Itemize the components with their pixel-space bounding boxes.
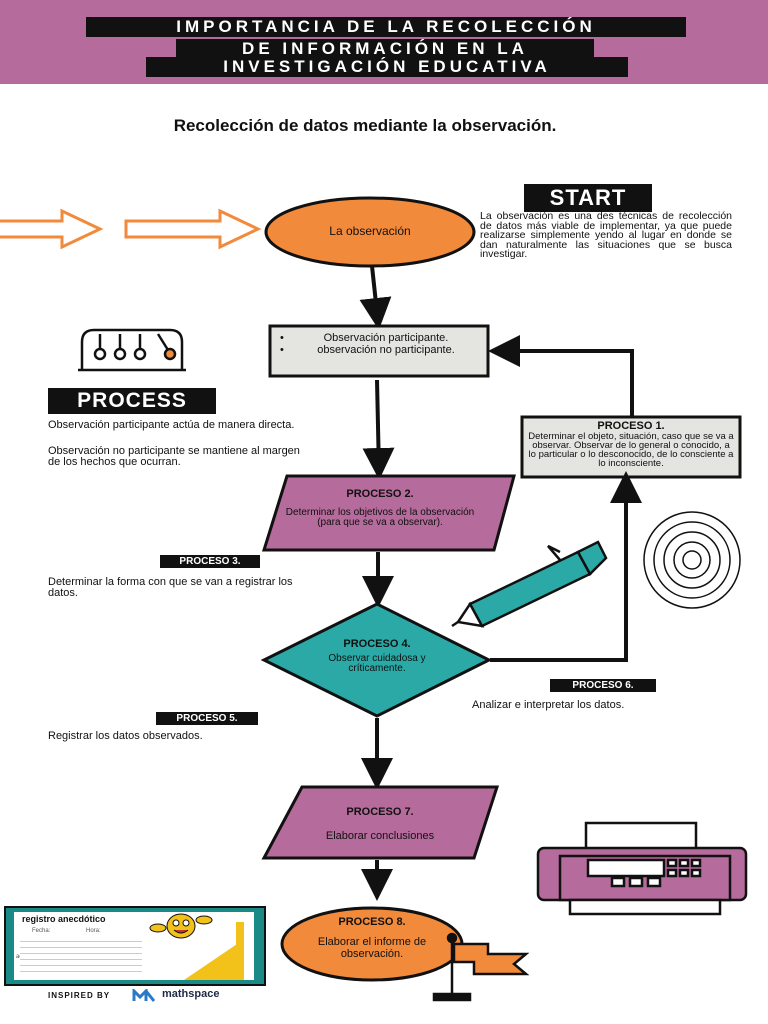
proceso1-text: Determinar el objeto, situación, caso qu… xyxy=(528,431,734,469)
entry-arrow-2 xyxy=(124,208,262,250)
header-banner: IMPORTANCIA DE LA RECOLECCIÓN DE INFORMA… xyxy=(0,0,768,84)
pen-icon xyxy=(451,540,608,628)
proceso3-text: Determinar la forma con que se van a reg… xyxy=(48,576,293,599)
title-line-3: INVESTIGACIÓN EDUCATIVA xyxy=(146,57,628,77)
start-label: START xyxy=(524,184,652,212)
proceso1-box xyxy=(520,415,742,479)
registro-title: registro anecdótico xyxy=(22,914,106,924)
proceso7-text: Elaborar conclusiones xyxy=(325,830,435,842)
start-description: La observación es una des técnicas de re… xyxy=(480,210,732,260)
title-line-2: DE INFORMACIÓN EN LA xyxy=(176,39,594,59)
registro-yellow-shape xyxy=(184,942,240,980)
proceso1-content: PROCESO 1. Determinar el objeto, situaci… xyxy=(528,420,734,468)
proceso8-content: PROCESO 8. Elaborar el informe de observ… xyxy=(296,916,448,960)
registro-fecha: Fecha: xyxy=(32,928,51,934)
process-label: PROCESS xyxy=(48,388,216,414)
tipos-item: • Observación participante. xyxy=(280,332,480,344)
registro-hora: Hora: xyxy=(86,928,101,934)
tipos-item-label: Observación participante. xyxy=(323,332,449,344)
proceso5-text: Registrar los datos observados. xyxy=(48,730,203,742)
observacion-node xyxy=(264,196,476,268)
proceso8-text: Elaborar el informe de observación. xyxy=(317,936,427,960)
process-text-1: Observación participante actúa de manera… xyxy=(48,419,295,431)
proceso2-title: PROCESO 2. xyxy=(346,488,414,500)
proceso6-text: Analizar e interpretar los datos. xyxy=(472,699,625,711)
smiley-icon xyxy=(149,913,213,939)
proceso3-label: PROCESO 3. xyxy=(160,555,260,568)
arrow-observacion-tipos xyxy=(359,265,392,330)
proceso4-node xyxy=(260,602,493,718)
proceso7-content: PROCESO 7. Elaborar conclusiones xyxy=(280,806,480,842)
proceso8-title: PROCESO 8. xyxy=(338,916,406,928)
tipos-item-label: observación no participante. xyxy=(317,344,455,356)
arrow-tipos-proceso2 xyxy=(362,379,395,480)
registro-yellow-bar xyxy=(236,922,244,980)
bullet-icon: • xyxy=(280,344,284,356)
proceso4-text: Observar cuidadosa y críticamente. xyxy=(328,653,426,674)
process-text-2: Observación no participante se mantiene … xyxy=(48,445,300,468)
arrow-proceso1-tipos xyxy=(488,335,634,416)
proceso4-title: PROCESO 4. xyxy=(343,638,411,650)
proceso5-label: PROCESO 5. xyxy=(156,712,258,725)
proceso2-text: Determinar los objetivos de la observaci… xyxy=(285,507,475,528)
proceso2-content: PROCESO 2. Determinar los objetivos de l… xyxy=(280,488,480,528)
entry-arrow-1 xyxy=(0,208,104,250)
proceso7-title: PROCESO 7. xyxy=(346,806,414,818)
flag-icon xyxy=(432,932,530,1002)
arrow-proceso4-proceso1 xyxy=(490,471,642,662)
title-line-1: IMPORTANCIA DE LA RECOLECCIÓN xyxy=(86,17,686,37)
proceso1-title: PROCESO 1. xyxy=(597,420,665,432)
concentric-circles-icon xyxy=(643,511,741,609)
mathspace-logo-icon xyxy=(132,989,156,1002)
proceso6-label: PROCESO 6. xyxy=(550,679,656,692)
inspired-by-text: INSPIRED BY xyxy=(48,991,111,1000)
registro-paper: registro anecdótico Fecha: Hora: ación: xyxy=(14,912,254,980)
bullet-icon: • xyxy=(280,332,284,344)
printer-icon xyxy=(536,821,748,916)
proceso4-content: PROCESO 4. Observar cuidadosa y críticam… xyxy=(300,638,454,674)
tipos-list: • Observación participante. • observació… xyxy=(280,332,480,356)
proceso2-node xyxy=(261,474,516,552)
proceso7-node xyxy=(261,785,500,860)
registro-card: registro anecdótico Fecha: Hora: ación: xyxy=(4,906,266,986)
mathspace-brand: mathspace xyxy=(162,988,220,1000)
registro-lines xyxy=(20,936,142,974)
tipos-item: • observación no participante. xyxy=(280,344,480,356)
observacion-label: La observación xyxy=(329,224,411,238)
subtitle: Recolección de datos mediante la observa… xyxy=(173,116,557,135)
newtons-cradle-icon xyxy=(78,328,186,372)
